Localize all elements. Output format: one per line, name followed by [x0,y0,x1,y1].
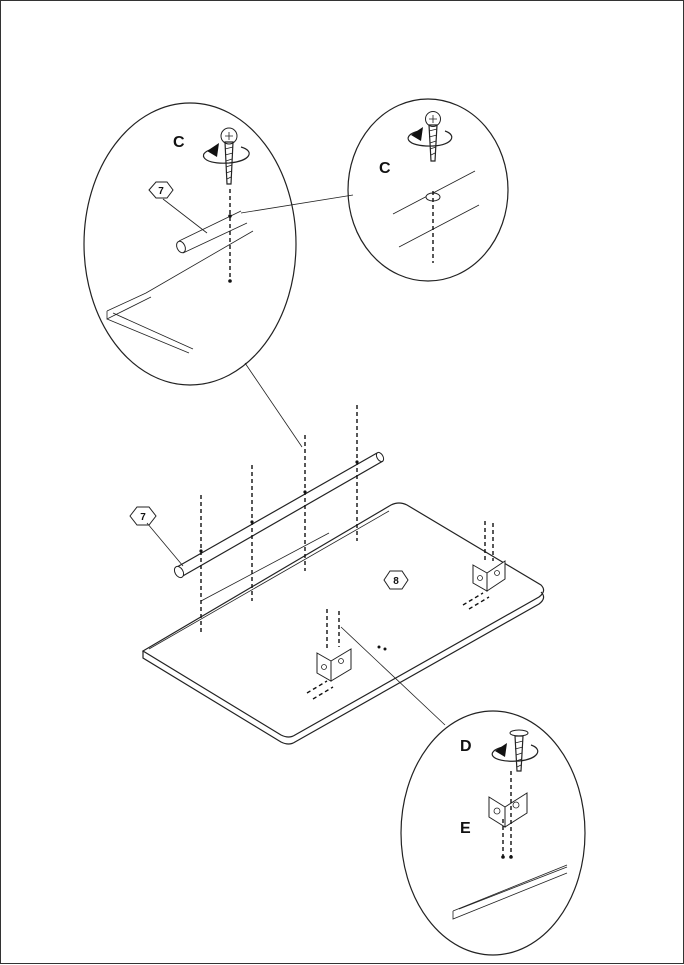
rotation-arrow-icon [407,127,453,147]
part-number-label: 7 [158,186,164,197]
rod-screw-paths [199,405,359,633]
screw-c-label: C [173,134,185,151]
screw-d-label: D [460,738,472,755]
pilot-holes [377,645,387,651]
part-hexagon-rod-main: 7 [129,506,184,567]
leg-bracket-front [306,609,352,700]
rod-main [173,451,385,602]
detail-leader-line [244,362,303,448]
leg-bracket-back [462,521,506,610]
rotation-arrow-icon [203,143,250,164]
part-hexagon-rod-top: 7 [148,181,174,199]
tabletop-panel [141,502,545,745]
detail-leader-line [240,194,354,214]
bracket-e-label: E [460,820,471,837]
screw-c-right [425,111,441,162]
detail-circle-screw-hole [347,98,509,282]
detail-leader-line [340,626,446,726]
part-hexagon-panel: 8 [383,570,409,590]
rotation-arrow-icon [491,743,539,762]
detail-circle-rod-fastening [83,102,297,386]
detail-circle-bracket-fastening [400,710,586,956]
screw-c-label: C [379,160,391,177]
screw-d [509,729,529,772]
part-number-label: 8 [393,576,399,587]
screw-c-left [220,127,238,185]
part-number-label: 7 [140,512,146,523]
